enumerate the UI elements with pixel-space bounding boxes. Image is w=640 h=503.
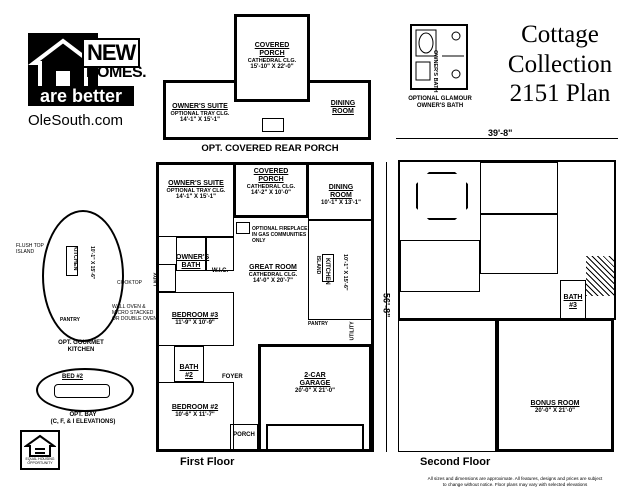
gourmet-callout-ellipse <box>42 210 124 342</box>
bath-2 <box>174 346 204 382</box>
garage-door <box>266 424 364 452</box>
gourmet-caption: OPT. GOURMET KITCHEN <box>58 340 104 353</box>
flush-top-note: FLUSH TOP ISLAND <box>16 243 44 255</box>
rear-porch-outline <box>234 14 310 102</box>
glamour-bath-room-label: OWNER'S BATH <box>432 50 438 93</box>
gourmet-pantry-label: PANTRY <box>60 317 80 323</box>
kitchen-island-icon <box>322 254 334 282</box>
bath-2-label: BATH #2 <box>179 364 199 380</box>
walk-in-closet <box>206 237 234 271</box>
laundry <box>156 264 176 292</box>
attic-storage-area <box>398 320 496 452</box>
width-dimension-label: 39'-8" <box>488 128 513 138</box>
rear-dining-label: DINING ROOM <box>330 100 356 116</box>
front-porch <box>230 424 258 452</box>
bedroom-2-label: BEDROOM #2 10'-6" X 11'-7" <box>171 404 219 419</box>
owners-bath-label: OWNER'S BATH <box>176 254 210 270</box>
fireplace-note: OPTIONAL FIREPLACE IN GAS COMMUNITIES ON… <box>252 226 308 244</box>
glamour-caption: OPTIONAL GLAMOUR OWNER'S BATH <box>408 96 472 109</box>
garage-label: 2-CAR GARAGE 20'-0" X 21'-0" <box>295 372 335 395</box>
bay-caption: OPT. BAY (C, F, & I ELEVATIONS) <box>50 412 116 425</box>
plan-title: Cottage Collection 2151 Plan <box>490 20 630 109</box>
title-line-3: 2151 Plan <box>509 80 611 107</box>
kitchen <box>308 220 374 320</box>
bay-window-icon <box>54 384 110 398</box>
dining-room-label: DINING ROOM 10'-1" X 13'-1" <box>321 184 361 207</box>
attic-vault-area <box>480 162 558 214</box>
stair-hatch <box>586 256 614 296</box>
bonus-room-label: BONUS ROOM 20'-0" X 21'-0" <box>530 400 580 415</box>
foyer-label: FOYER <box>222 374 243 380</box>
kitchen-dim-label: 10'-1" X 15'-6" <box>342 254 348 291</box>
rear-porch-caption: OPT. COVERED REAR PORCH <box>201 143 339 154</box>
logo-site[interactable]: OleSouth.com <box>28 112 124 129</box>
kitchen-label: KITCHEN <box>324 258 330 285</box>
bay-callout-ellipse <box>36 368 134 412</box>
oven-note: WALL OVEN & MICRO STACKED OR DOUBLE OVEN <box>112 304 158 322</box>
covered-porch <box>233 162 309 218</box>
equal-housing-icon: EQUAL HOUSING OPPORTUNITY <box>20 430 60 470</box>
gourmet-island-icon <box>66 246 78 276</box>
bedroom-2 <box>156 382 234 452</box>
depth-dimension-line <box>386 162 387 452</box>
owners-bath <box>176 237 206 271</box>
bedroom-3-label: BEDROOM #3 11'-9" X 10'-9" <box>171 312 219 327</box>
bath-3-label: BATH #3 <box>563 294 583 310</box>
rear-suite-label: OWNER'S SUITE OPTIONAL TRAY CLG. 14'-1" … <box>170 103 230 124</box>
attic-octagon <box>416 172 468 220</box>
island-label: ISLAND <box>315 255 322 275</box>
bedroom-3 <box>156 292 234 346</box>
garage <box>258 344 372 452</box>
wic-label: W.I.C. <box>211 268 229 274</box>
bonus-room <box>496 318 614 452</box>
first-floor-label: First Floor <box>180 456 235 468</box>
gourmet-kitchen-label: KITCHEN <box>72 246 78 271</box>
bay-room-label: BED #2 <box>62 374 84 380</box>
laundry-label: LNDY. <box>153 271 160 287</box>
title-line-2: Collection <box>507 50 613 78</box>
glamour-bath-fixtures-icon <box>415 29 464 81</box>
pantry-label: PANTRY <box>308 321 328 327</box>
rear-porch-label: COVERED PORCH CATHEDRAL CLG. 15'-10" X 2… <box>247 42 297 71</box>
gourmet-kitchen-dim: 10'-1" X 15'-6" <box>89 246 95 280</box>
front-porch-label: PORCH <box>233 432 255 438</box>
cooktop-note: COOKTOP <box>117 280 142 286</box>
dining-room <box>308 162 374 220</box>
rear-fireplace-icon <box>262 118 284 132</box>
attic-left-area <box>400 240 480 292</box>
depth-dimension-label: 56'-8" <box>381 292 392 318</box>
glamour-bath-outline: OWNER'S BATH <box>410 24 468 93</box>
great-room-label: GREAT ROOM CATHEDRAL CLG. 14'-0" X 20'-7… <box>248 264 298 285</box>
width-dimension-line <box>396 138 618 139</box>
logo-tagline: are better <box>28 86 134 106</box>
title-line-1: Cottage <box>521 21 599 48</box>
disclaimer: All sizes and dimensions are approximate… <box>427 476 603 487</box>
owners-suite-label: OWNER'S SUITE OPTIONAL TRAY CLG. 14'-1" … <box>166 180 226 201</box>
second-floor-label: Second Floor <box>420 456 491 468</box>
attic-mid-area <box>480 214 558 274</box>
covered-porch-label: COVERED PORCH CATHEDRAL CLG. 14'-2" X 10… <box>246 168 296 197</box>
fireplace-icon <box>236 222 250 234</box>
logo-new: NEW <box>82 38 141 68</box>
logo-homes: HOMES. <box>86 64 147 81</box>
utility-label: UTILITY <box>349 321 356 341</box>
owners-suite <box>156 162 234 237</box>
